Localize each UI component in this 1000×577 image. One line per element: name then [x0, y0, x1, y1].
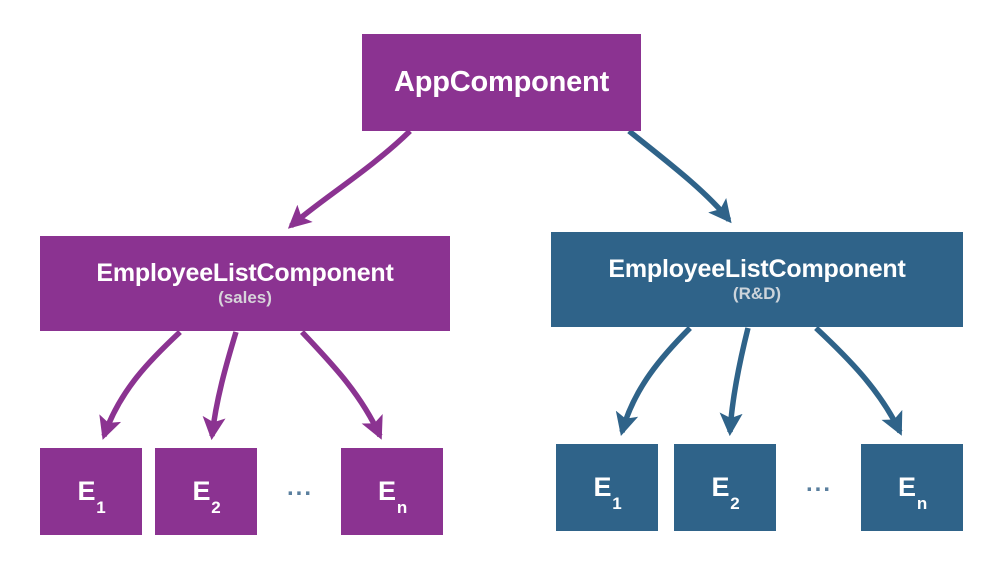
edge-sales-to-leaf-2	[202, 331, 239, 441]
node-employee-rnd-n-subscript: n	[916, 493, 927, 513]
edge-sales-to-leaf-n	[299, 330, 383, 440]
node-employee-sales-n[interactable]: En	[341, 448, 443, 535]
node-employee-rnd-n-label: En	[898, 472, 927, 512]
node-employee-list-sales[interactable]: EmployeeListComponent (sales)	[40, 236, 450, 331]
node-employee-sales-n-letter: E	[378, 476, 396, 507]
node-employee-sales-1-letter: E	[77, 476, 96, 507]
node-employee-rnd-2-label: E2	[711, 472, 739, 512]
node-employee-rnd-n-letter: E	[898, 472, 916, 503]
node-app-component[interactable]: AppComponent	[362, 34, 641, 131]
node-employee-sales-1-label: E1	[77, 476, 105, 516]
ellipsis-sales: ...	[287, 474, 314, 501]
node-employee-rnd-1-subscript: 1	[612, 493, 622, 513]
node-employee-sales-2-subscript: 2	[211, 497, 221, 517]
ellipsis-rnd: ...	[806, 470, 833, 497]
node-employee-rnd-n[interactable]: En	[861, 444, 963, 531]
node-employee-list-rnd[interactable]: EmployeeListComponent (R&D)	[551, 232, 963, 327]
node-employee-list-rnd-label: EmployeeListComponent	[608, 254, 906, 283]
node-employee-rnd-1[interactable]: E1	[556, 444, 658, 531]
edge-sales-to-leaf-1	[99, 329, 182, 440]
node-employee-rnd-2[interactable]: E2	[674, 444, 776, 531]
edge-rnd-to-leaf-n	[814, 325, 903, 436]
node-employee-sales-1-subscript: 1	[96, 497, 106, 517]
node-employee-rnd-2-letter: E	[711, 472, 730, 503]
node-employee-sales-2-label: E2	[192, 476, 220, 516]
node-employee-rnd-1-letter: E	[593, 472, 612, 503]
edge-app-to-rnd	[627, 128, 732, 224]
edge-app-to-sales	[287, 129, 412, 229]
node-employee-rnd-2-subscript: 2	[730, 493, 740, 513]
edge-rnd-to-leaf-2	[719, 327, 751, 437]
node-employee-list-rnd-sublabel: (R&D)	[732, 284, 782, 304]
node-employee-sales-1[interactable]: E1	[40, 448, 142, 535]
node-employee-rnd-1-label: E1	[593, 472, 621, 512]
node-employee-sales-n-subscript: n	[396, 497, 407, 517]
node-employee-list-sales-label: EmployeeListComponent	[96, 258, 394, 287]
node-employee-sales-2[interactable]: E2	[155, 448, 257, 535]
edge-rnd-to-leaf-1	[615, 326, 692, 437]
node-employee-sales-2-letter: E	[192, 476, 211, 507]
node-app-component-label: AppComponent	[393, 66, 610, 99]
node-employee-list-sales-sublabel: (sales)	[218, 288, 272, 308]
node-employee-sales-n-label: En	[378, 476, 407, 516]
